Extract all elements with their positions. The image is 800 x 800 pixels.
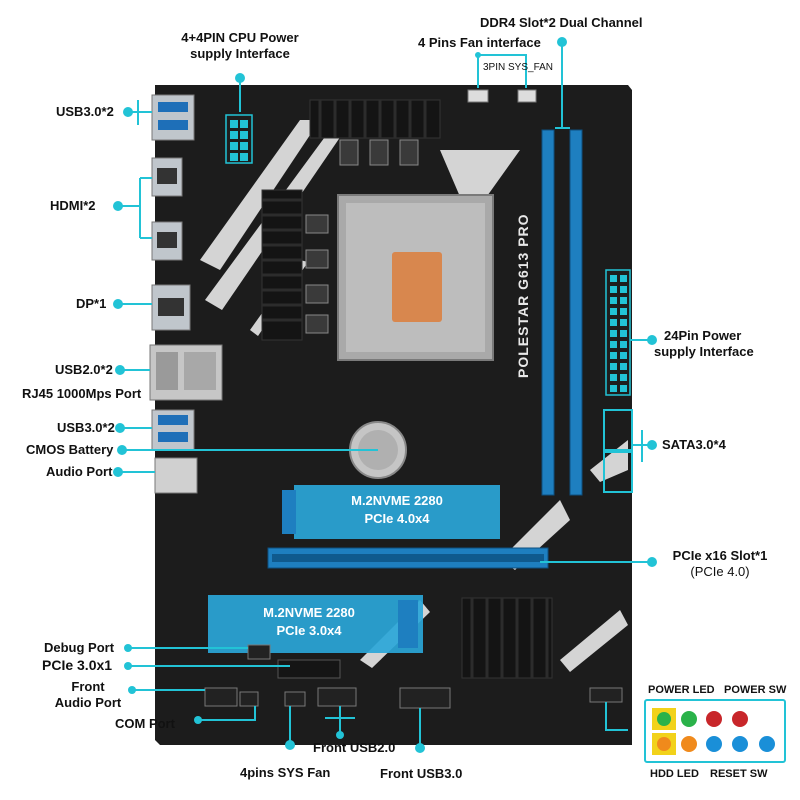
label-ddr4: DDR4 Slot*2 Dual Channel (480, 15, 643, 30)
front-panel-pins (652, 708, 775, 755)
label-cpu-power-line1: 4+4PIN CPU Power (181, 30, 299, 45)
label-front-usb2: Front USB2.0 (313, 740, 396, 755)
label-debug: Debug Port (44, 640, 115, 655)
callout-lines (118, 42, 652, 748)
label-dp: DP*1 (76, 296, 107, 311)
label-cmos: CMOS Battery (26, 442, 114, 457)
usb30-top-port (151, 94, 195, 141)
cpu-die (392, 252, 442, 322)
m2-slot-2-box (208, 595, 423, 653)
label-usb30-mid: USB3.0*2 (57, 420, 115, 435)
m2-slot-1-label: M.2NVME 2280 PCIe 4.0x4 (300, 492, 494, 528)
m2-slot-1-box (294, 485, 500, 539)
label-front-audio-line1: Front (71, 679, 105, 694)
label-reset-sw: RESET SW (710, 768, 768, 780)
label-hdd-led: HDD LED (650, 768, 699, 780)
m2-slot-2-title: M.2NVME 2280 (263, 605, 355, 620)
label-audio: Audio Port (46, 464, 113, 479)
label-cpu-power: 4+4PIN CPU Power supply Interface (165, 30, 315, 62)
label-sysfan3: 3PIN SYS_FAN (483, 62, 554, 73)
label-pwr24-line2: supply Interface (654, 344, 754, 359)
label-rj45: RJ45 1000Mps Port (22, 386, 142, 401)
m2-slot-2-label: M.2NVME 2280 PCIe 3.0x4 (216, 604, 402, 640)
m2-slot-2-spec: PCIe 3.0x4 (276, 623, 342, 638)
label-hdmi: HDMI*2 (50, 198, 96, 213)
label-com: COM Port (115, 716, 175, 731)
chipset-heatsink (461, 597, 553, 679)
chokes (305, 139, 419, 334)
label-pcie16-line2: (PCIe 4.0) (690, 564, 750, 579)
label-front-usb3: Front USB3.0 (380, 766, 463, 781)
callout-dots (113, 37, 657, 753)
bottom-headers (204, 644, 623, 709)
front-panel-pinout-box (644, 699, 786, 763)
label-usb30-top: USB3.0*2 (56, 104, 114, 119)
fan-header-3pin (517, 89, 537, 103)
label-front-audio: Front Audio Port (50, 679, 126, 711)
label-front-audio-line2: Audio Port (54, 695, 122, 710)
label-pcie1: PCIe 3.0x1 (42, 657, 113, 673)
audio-jack (154, 457, 198, 494)
board-model-silkscreen: POLESTAR G613 PRO (515, 213, 531, 378)
fan-header-4pin (467, 89, 489, 103)
pcie-x1-slot (277, 659, 341, 679)
label-fan4pin: 4 Pins Fan interface (418, 35, 541, 50)
label-pwr24: 24Pin Power supply Interface (654, 328, 754, 360)
label-usb20: USB2.0*2 (55, 362, 113, 377)
m2-slot-1-title: M.2NVME 2280 (351, 493, 443, 508)
label-pcie16-line1: PCIe x16 Slot*1 (672, 548, 768, 563)
vrm-heatsink-top (309, 99, 441, 139)
label-sata: SATA3.0*4 (662, 437, 726, 452)
label-cpu-power-line2: supply Interface (190, 46, 290, 61)
label-pcie16: PCIe x16 Slot*1 (PCIe 4.0) (655, 548, 785, 580)
label-pwr24-line1: 24Pin Power (664, 328, 742, 343)
io-ports (149, 94, 223, 494)
label-sysfan4: 4pins SYS Fan (240, 765, 331, 780)
label-power-sw: POWER SW (724, 684, 787, 696)
cpu-power-connector (225, 114, 253, 164)
ddr4-slot-2 (569, 129, 583, 496)
vrm-heatsink-left (261, 189, 303, 341)
label-power-led: POWER LED (648, 684, 715, 696)
ddr4-slot-1 (541, 129, 555, 496)
sata-ports (603, 409, 633, 493)
m2-slot-1-spec: PCIe 4.0x4 (364, 511, 430, 526)
